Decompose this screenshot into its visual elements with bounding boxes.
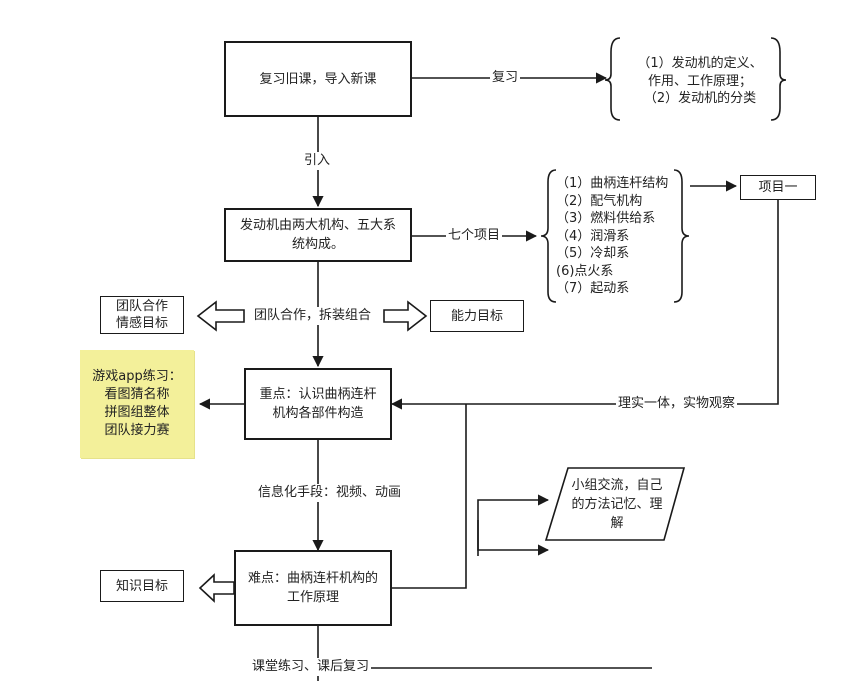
hollow-arrow-left: [196, 300, 245, 332]
node-difficulty-label: 难点：曲柄连杆机构的工作原理: [248, 571, 379, 605]
project-item-6: (6)点火系: [556, 263, 614, 279]
node-group-exchange: 小组交流，自己的方法记忆、理解: [568, 472, 666, 536]
hollow-arrow-right: [383, 300, 428, 332]
brace-list-right: [673, 169, 690, 303]
node-knowledge-goal: 知识目标: [100, 570, 184, 602]
game-note-line-2: 看图猜名称: [104, 387, 170, 402]
project-item-2: （2）配气机构: [556, 193, 643, 209]
label-seven-projects: 七个项目: [446, 227, 503, 245]
project-item-1: （1）曲柄连杆结构: [556, 176, 669, 191]
edge-group-1: [477, 494, 550, 556]
label-homework: 课堂练习、课后复习: [250, 658, 372, 676]
review-content-line-3: （2）发动机的分类: [643, 91, 757, 106]
node-review: 复习旧课，导入新课: [224, 41, 412, 117]
project-item-3: （3）燃料供给系: [556, 211, 656, 226]
edge-group-loop: [392, 404, 467, 589]
game-note-line-3: 拼图组整体: [104, 405, 170, 420]
label-info: 信息化手段：视频、动画: [256, 484, 404, 502]
brace-left: [604, 37, 621, 121]
label-practice: 理实一体，实物观察: [616, 395, 738, 413]
brace-right: [770, 37, 787, 121]
node-knowledge-goal-label: 知识目标: [115, 578, 168, 594]
edge-group-2: [477, 520, 550, 556]
node-composition-label: 发动机由两大机构、五大系统构成。: [239, 218, 396, 252]
node-team-goal: 团队合作 情感目标: [100, 296, 184, 334]
node-difficulty: 难点：曲柄连杆机构的工作原理: [234, 550, 392, 626]
review-content-line-2: 作用、工作原理；: [647, 73, 752, 89]
node-key-point: 重点：认识曲柄连杆机构各部件构造: [244, 368, 392, 440]
project-item-4: （4）润滑系: [556, 228, 630, 244]
label-introduce: 引入: [302, 152, 333, 170]
node-ability-goal-label: 能力目标: [450, 308, 503, 324]
node-game-note: 游戏app练习： 看图猜名称 拼图组整体 团队接力赛: [80, 350, 194, 458]
node-group-exchange-label: 小组交流，自己的方法记忆、理解: [571, 477, 663, 531]
node-composition: 发动机由两大机构、五大系统构成。: [224, 208, 412, 262]
node-project-list: （1）曲柄连杆结构 （2）配气机构 （3）燃料供给系 （4）润滑系 （5）冷却系…: [556, 175, 668, 298]
hollow-arrow-left-2: [198, 573, 235, 603]
node-project-one: 项目一: [740, 175, 816, 200]
review-content-line-1: （1）发动机的定义、: [637, 56, 763, 71]
label-review: 复习: [490, 69, 521, 87]
node-ability-goal: 能力目标: [430, 300, 524, 332]
node-review-label: 复习旧课，导入新课: [259, 71, 377, 87]
brace-list-left: [540, 169, 557, 303]
label-teamwork: 团队合作，拆装组合: [252, 307, 374, 325]
project-item-7: （7）起动系: [556, 281, 630, 296]
team-goal-line-2: 情感目标: [115, 316, 168, 331]
game-note-line-1: 游戏app练习：: [92, 369, 182, 384]
edge-practice: [390, 199, 779, 410]
node-review-content: （1）发动机的定义、 作用、工作原理； （2）发动机的分类: [630, 55, 770, 108]
node-key-point-label: 重点：认识曲柄连杆机构各部件构造: [259, 387, 377, 421]
team-goal-line-1: 团队合作: [115, 299, 168, 314]
node-project-one-label: 项目一: [758, 180, 798, 195]
group-exchange-shape: [544, 467, 686, 541]
project-item-5: （5）冷却系: [556, 246, 630, 261]
game-note-line-4: 团队接力赛: [104, 423, 170, 438]
